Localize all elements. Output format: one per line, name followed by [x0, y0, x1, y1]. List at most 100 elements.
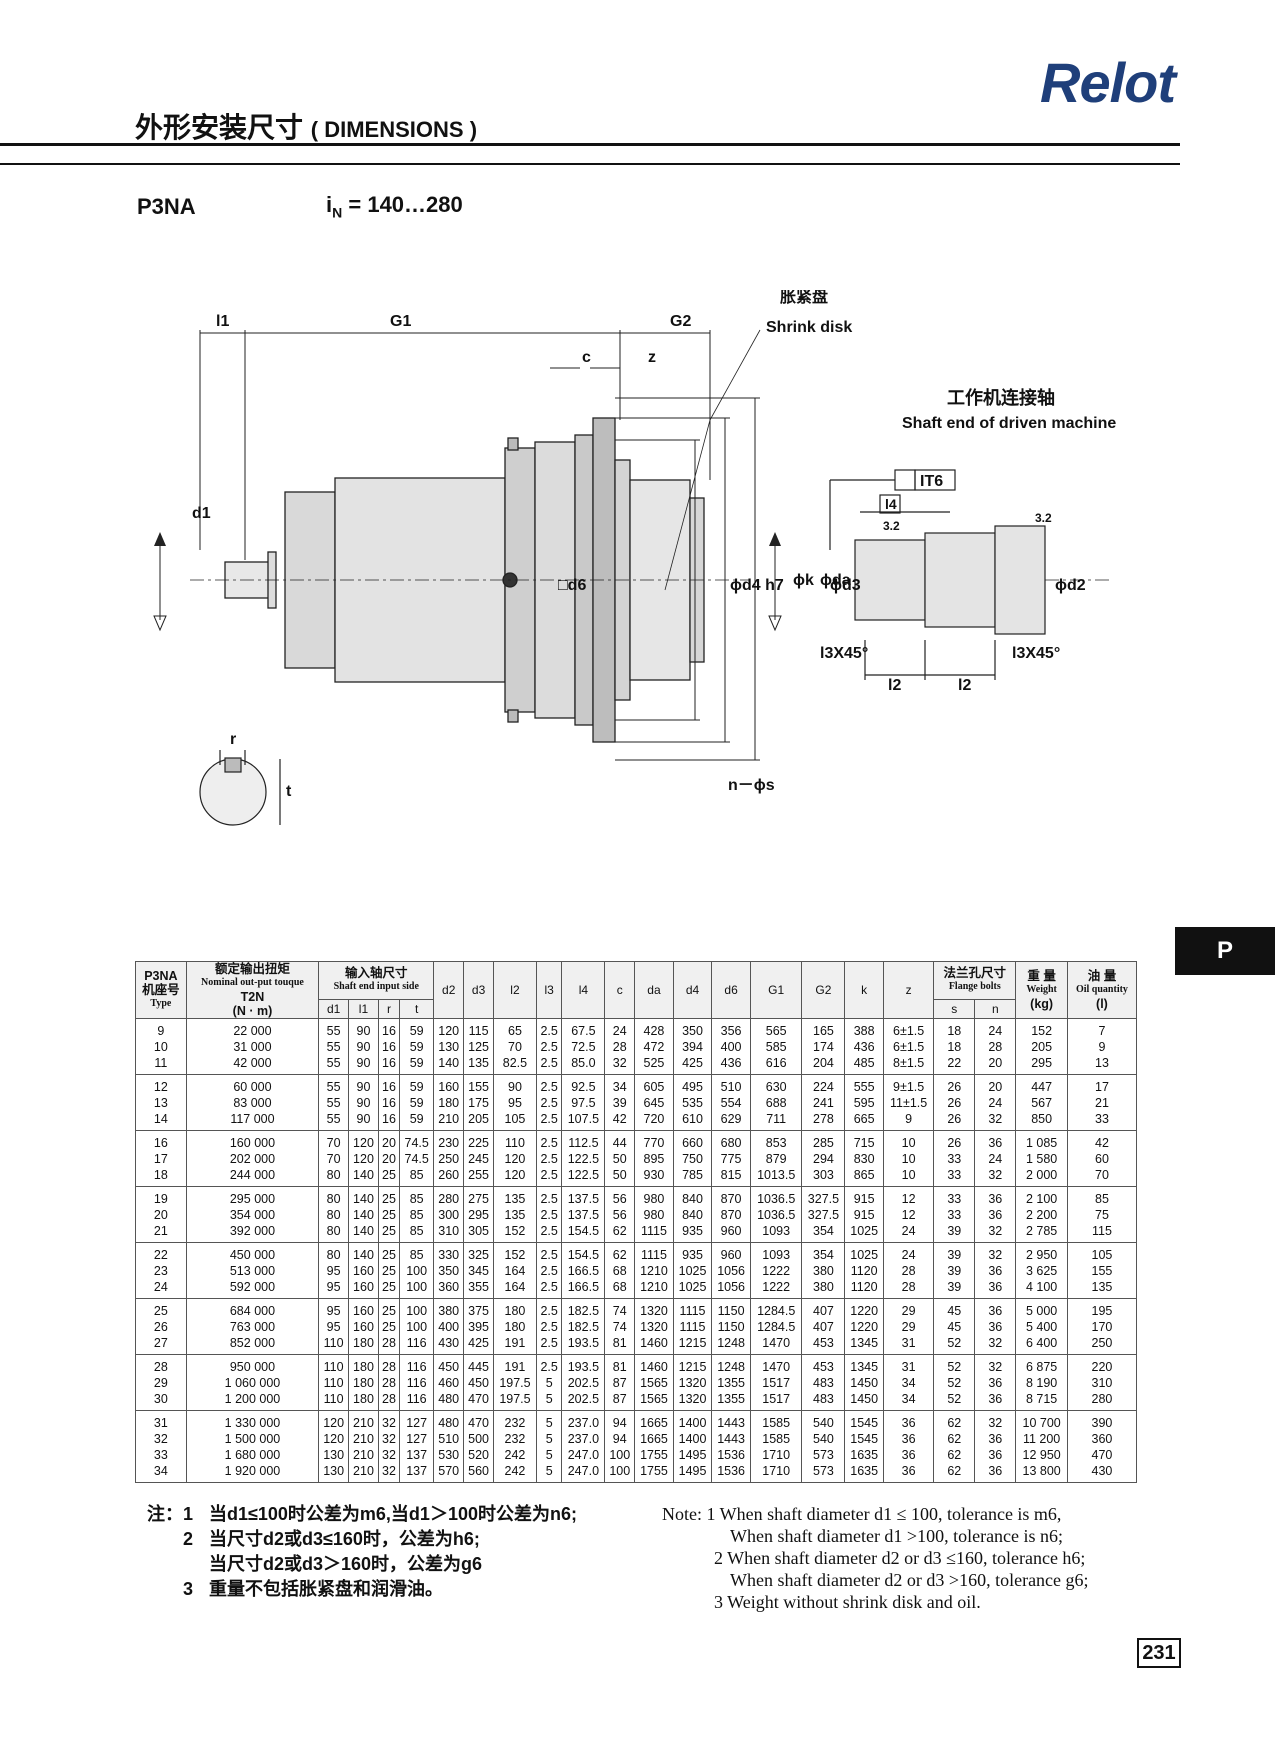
table-cell: 33: [1066, 1111, 1138, 1131]
col-l4: l4: [561, 961, 606, 1019]
table-cell: 140: [348, 1242, 379, 1263]
table-cell: 407: [801, 1319, 846, 1335]
table-cell: 853: [749, 1130, 803, 1151]
table-cell: 1284.5: [749, 1298, 803, 1319]
table-cell: 232: [493, 1431, 537, 1447]
table-cell: 13: [1066, 1055, 1138, 1075]
table-cell: 59: [399, 1055, 435, 1075]
table-cell: 210: [348, 1431, 379, 1447]
table-cell: 85: [399, 1242, 435, 1263]
table-cell: 225: [463, 1130, 494, 1151]
table-cell: 2.5: [535, 1074, 563, 1095]
table-cell: 94: [604, 1431, 636, 1447]
table-cell: 28: [135, 1354, 187, 1375]
table-cell: 495: [672, 1074, 713, 1095]
table-cell: 1400: [672, 1410, 713, 1431]
table-cell: 1222: [749, 1279, 803, 1299]
table-cell: 1220: [844, 1319, 884, 1335]
table-cell: 1665: [634, 1410, 674, 1431]
table-cell: 70: [493, 1039, 537, 1055]
table-cell: 11±1.5: [882, 1095, 935, 1111]
table-cell: 100: [399, 1319, 435, 1335]
table-cell: 180: [433, 1095, 465, 1111]
table-cell: 95: [318, 1279, 350, 1299]
table-cell: 22 000: [185, 1018, 320, 1039]
table-cell: 36: [974, 1186, 1017, 1207]
table-cell: 425: [463, 1335, 494, 1355]
table-cell: 195: [1066, 1298, 1138, 1319]
table-cell: 241: [801, 1095, 846, 1111]
table-cell: 325: [463, 1242, 494, 1263]
label-driven-en: Shaft end of driven machine: [902, 415, 1116, 432]
table-cell: 39: [933, 1242, 976, 1263]
table-cell: 56: [604, 1207, 636, 1223]
table-cell: 2 950: [1015, 1242, 1068, 1263]
table-cell: 224: [801, 1074, 846, 1095]
table-cell: 36: [882, 1431, 935, 1447]
table-cell: 34: [604, 1074, 636, 1095]
table-cell: 197.5: [493, 1391, 537, 1411]
table-cell: 1710: [749, 1463, 803, 1483]
table-cell: 36: [974, 1447, 1017, 1463]
table-cell: 154.5: [561, 1242, 606, 1263]
table-cell: 80: [318, 1207, 350, 1223]
table-cell: 160 000: [185, 1130, 320, 1151]
table-cell: 28: [377, 1335, 401, 1355]
table-cell: 82.5: [493, 1055, 537, 1075]
table-cell: 24: [135, 1279, 187, 1299]
col-t: t: [399, 998, 435, 1020]
table-cell: 28: [377, 1391, 401, 1411]
table-cell: 44: [604, 1130, 636, 1151]
table-cell: 1355: [711, 1391, 751, 1411]
table-cell: 935: [672, 1223, 713, 1243]
table-cell: 164: [493, 1279, 537, 1299]
table-cell: 11 200: [1015, 1431, 1068, 1447]
table-cell: 5: [535, 1391, 563, 1411]
table-cell: 52: [933, 1335, 976, 1355]
table-cell: 180: [348, 1335, 379, 1355]
table-cell: 55: [318, 1018, 350, 1039]
table-cell: 554: [711, 1095, 751, 1111]
table-cell: 395: [463, 1319, 494, 1335]
note-cn-text: 当d1≤100时公差为m6,当d1＞100时公差为n6;: [209, 1504, 577, 1524]
table-cell: 1517: [749, 1391, 803, 1411]
col-type: P3NA 机座号 Type: [135, 961, 187, 1019]
label-shrink-disk-en: Shrink disk: [766, 319, 852, 336]
table-cell: 525: [634, 1055, 674, 1075]
label-G2: G2: [670, 313, 691, 330]
table-cell: 247.0: [561, 1447, 606, 1463]
table-cell: 540: [801, 1431, 846, 1447]
table-cell: 95: [318, 1263, 350, 1279]
table-cell: 950 000: [185, 1354, 320, 1375]
table-cell: 327.5: [801, 1186, 846, 1207]
table-cell: 250: [1066, 1335, 1138, 1355]
table-cell: 16: [377, 1074, 401, 1095]
table-cell: 350: [433, 1263, 465, 1279]
table-cell: 8±1.5: [882, 1055, 935, 1075]
section-tab: P: [1175, 927, 1275, 975]
table-cell: 2.5: [535, 1335, 563, 1355]
ratio-symbol: i: [326, 192, 333, 217]
table-cell: 16: [377, 1111, 401, 1131]
table-cell: 220: [1066, 1354, 1138, 1375]
table-cell: 28: [377, 1375, 401, 1391]
table-cell: 840: [672, 1207, 713, 1223]
table-cell: 770: [634, 1130, 674, 1151]
table-cell: 24: [604, 1018, 636, 1039]
table-cell: 1115: [634, 1242, 674, 1263]
dimensions-table: P3NA 机座号 Type 额定输出扭矩 Nominal out-put tou…: [135, 961, 1138, 1483]
table-cell: 39: [933, 1263, 976, 1279]
table-cell: 70: [1066, 1167, 1138, 1187]
table-cell: 52: [933, 1375, 976, 1391]
table-cell: 485: [844, 1055, 884, 1075]
table-cell: 715: [844, 1130, 884, 1151]
table-cell: 42: [604, 1111, 636, 1131]
table-cell: 2 200: [1015, 1207, 1068, 1223]
table-cell: 300: [433, 1207, 465, 1223]
table-cell: 36: [974, 1130, 1017, 1151]
